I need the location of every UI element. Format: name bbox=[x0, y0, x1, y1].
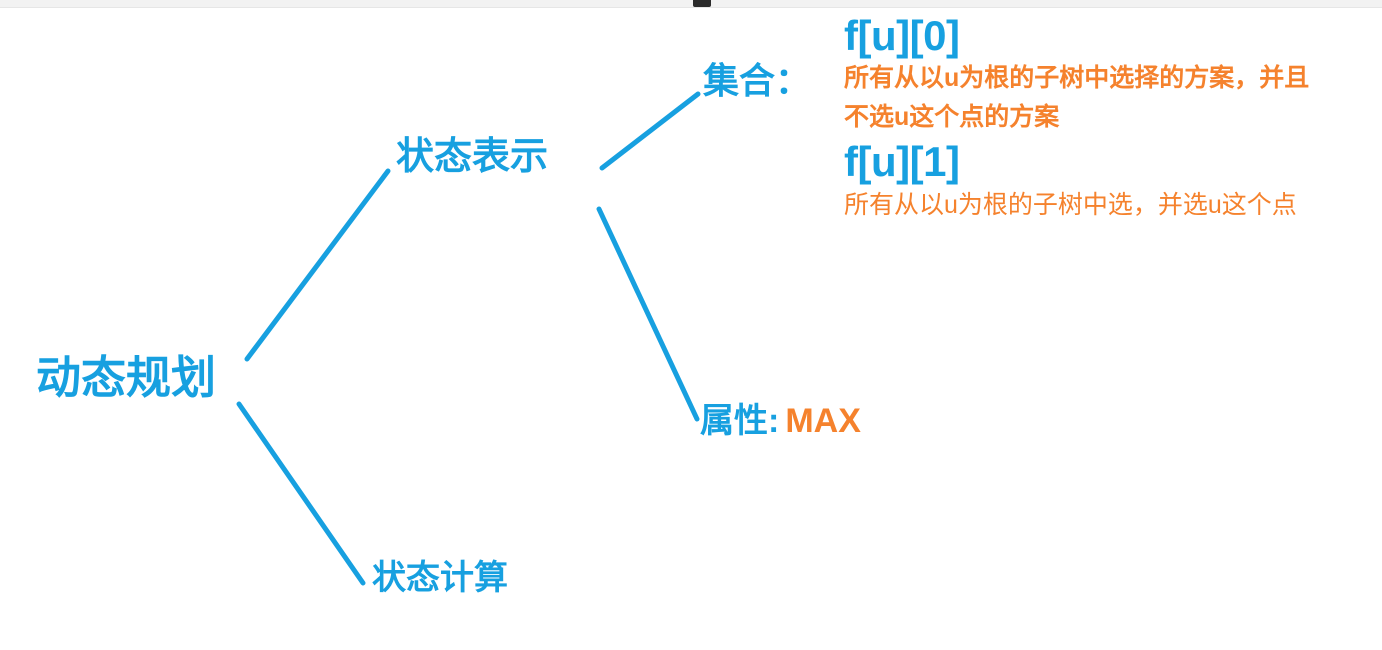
fu1-key: f[u][1] bbox=[844, 137, 960, 185]
window-notch bbox=[693, 0, 711, 7]
set-entries-group: f[u][0] 所有从以u为根的子树中选择的方案，并且不选u这个点的方案 f[u… bbox=[844, 12, 1344, 225]
edge-state-repr-to-attr bbox=[596, 206, 700, 422]
fu1-description: 所有从以u为根的子树中选，并选u这个点 bbox=[844, 190, 1297, 219]
set-entry-fu0: f[u][0] 所有从以u为根的子树中选择的方案，并且不选u这个点的方案 bbox=[844, 12, 1344, 137]
fu0-description: 所有从以u为根的子树中选择的方案，并且不选u这个点的方案 bbox=[844, 64, 1310, 131]
edge-root-to-state-calc bbox=[236, 401, 366, 586]
node-set-label[interactable]: 集合： bbox=[703, 60, 812, 101]
node-state-calculation[interactable]: 状态计算 bbox=[372, 559, 508, 597]
attribute-label: 属性: bbox=[700, 402, 780, 440]
node-root-dynamic-programming[interactable]: 动态规划 bbox=[36, 352, 217, 403]
edge-state-repr-to-set bbox=[599, 91, 701, 171]
edge-root-to-state-repr bbox=[244, 168, 391, 362]
node-attribute[interactable]: 属性:MAX bbox=[700, 404, 861, 438]
attribute-value: MAX bbox=[785, 402, 861, 440]
fu0-key: f[u][0] bbox=[844, 12, 960, 59]
set-entry-fu1: f[u][1] 所有从以u为根的子树中选，并选u这个点 bbox=[844, 138, 1344, 226]
node-state-representation[interactable]: 状态表示 bbox=[396, 136, 549, 178]
window-top-strip bbox=[0, 0, 1382, 8]
